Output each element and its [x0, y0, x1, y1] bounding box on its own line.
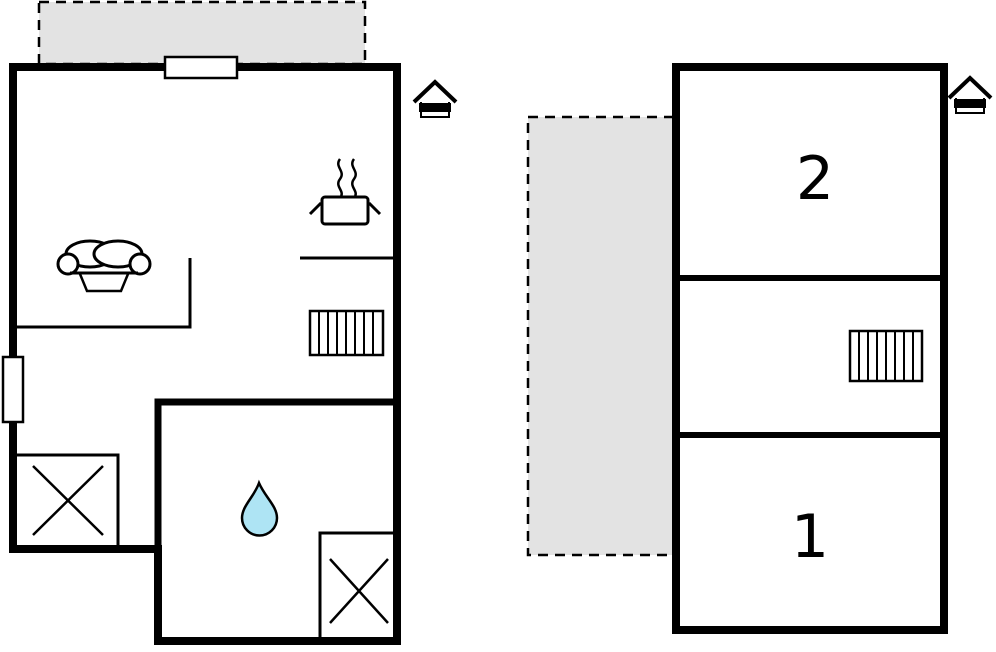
left-floorplan	[1, 0, 458, 645]
right-floorplan: 2 1	[526, 63, 993, 634]
entrance-house-icon	[947, 75, 993, 114]
bathroom-walls	[154, 398, 397, 641]
staircase-icon	[308, 309, 385, 357]
window-top	[163, 55, 239, 80]
entrance-house-icon	[412, 79, 458, 118]
steam-icon	[351, 158, 357, 199]
sofa-icon	[56, 239, 152, 293]
water-drop-icon	[240, 479, 279, 537]
shower-cell-wall	[318, 531, 397, 641]
steam-icon	[337, 158, 343, 199]
utility-cell-wall	[13, 453, 120, 549]
staircase-icon	[848, 329, 924, 383]
cooking-pot-icon	[308, 158, 382, 226]
terrace-right	[526, 115, 678, 557]
shower-cross-icon	[329, 558, 389, 624]
living-partition-wall	[13, 258, 192, 329]
terrace-left	[37, 0, 367, 66]
shower-cross-icon	[32, 465, 104, 536]
room-1-label: 1	[791, 502, 829, 572]
window-left	[1, 355, 25, 424]
room-2-label: 2	[796, 144, 834, 214]
